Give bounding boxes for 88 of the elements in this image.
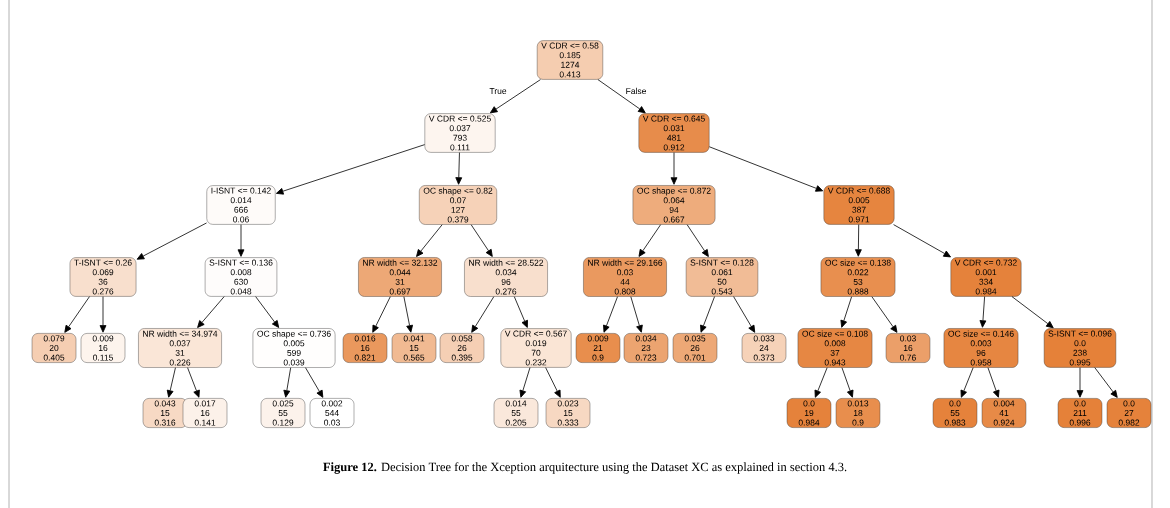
arrow	[471, 296, 495, 333]
tree-node-box: OC shape <= 0.736 0.005 599 0.039	[252, 328, 336, 368]
arrow	[630, 296, 643, 333]
tree-node-box: 0.017 16 0.141	[182, 398, 228, 428]
arrow	[709, 146, 824, 192]
tree-node-box: 0.0 27 0.982	[1106, 398, 1152, 428]
arrow	[416, 224, 443, 257]
tree-node-box: 0.009 21 0.9	[575, 333, 621, 363]
arrow	[960, 367, 974, 398]
arrow	[372, 296, 391, 333]
arrow	[255, 296, 280, 328]
tree-node-box: 0.025 55 0.129	[260, 398, 306, 428]
tree-node-box: 0.03 16 0.76	[885, 333, 931, 363]
tree-node-box: V CDR <= 0.688 0.005 387 0.971	[823, 185, 895, 225]
arrow	[987, 367, 1000, 398]
tree-node-box: V CDR <= 0.732 0.001 334 0.984	[950, 257, 1022, 297]
arrow	[519, 367, 531, 398]
arrow	[470, 224, 493, 257]
tree-node-box: 0.002 544 0.03	[309, 398, 355, 428]
arrow	[638, 224, 661, 257]
tree-node-box: OC shape <= 0.872 0.064 94 0.667	[632, 185, 716, 225]
edge-label: False	[624, 86, 648, 96]
tree-node-box: OC size <= 0.146 0.003 96 0.958	[943, 328, 1019, 368]
arrow	[64, 296, 90, 333]
tree-node-box: S-ISNT <= 0.128 0.061 50 0.543	[685, 257, 759, 297]
arrow	[871, 296, 898, 333]
arrow	[187, 367, 200, 398]
tree-node-box: OC size <= 0.138 0.022 53 0.888	[820, 257, 896, 297]
tree-node-box: 0.0 19 0.984	[786, 398, 832, 428]
arrow	[841, 367, 854, 398]
tree-node-box: 0.034 23 0.723	[623, 333, 669, 363]
tree-node-box: 0.016 16 0.821	[342, 333, 388, 363]
tree-node-box: 0.043 15 0.316	[142, 398, 188, 428]
tree-node-box: S-ISNT <= 0.096 0.0 238 0.995	[1043, 328, 1117, 368]
arrow	[237, 224, 245, 257]
tree-node-box: I-ISNT <= 0.142 0.014 666 0.06	[206, 185, 276, 225]
arrow	[893, 224, 951, 258]
arrow	[979, 296, 987, 328]
tree-node-box: 0.0 55 0.983	[932, 398, 978, 428]
arrow	[1011, 296, 1054, 329]
arrow	[700, 296, 715, 333]
tree-node-box: 0.041 15 0.565	[391, 333, 437, 363]
tree-node-box: 0.033 24 0.373	[741, 333, 787, 363]
arrow	[686, 224, 709, 257]
arrow	[855, 224, 862, 257]
tree-node-box: 0.013 18 0.9	[835, 398, 881, 428]
tree-node-box: 0.058 26 0.395	[439, 333, 485, 363]
arrow	[455, 152, 463, 185]
tree-node-box: NR width <= 34.974 0.037 31 0.226	[138, 328, 222, 368]
arrow	[545, 367, 561, 398]
tree-node-box: V CDR <= 0.58 0.185 1274 0.413	[537, 40, 604, 80]
tree-node-box: 0.014 55 0.205	[493, 398, 539, 428]
tree-node-box: 0.023 15 0.333	[545, 398, 591, 428]
tree-node-box: V CDR <= 0.525 0.037 793 0.111	[424, 113, 496, 153]
tree-node-box: OC shape <= 0.82 0.07 127 0.379	[419, 185, 497, 225]
arrow	[403, 296, 413, 333]
tree-node-box: T-ISNT <= 0.26 0.069 36 0.276	[69, 257, 137, 297]
arrow	[283, 367, 292, 398]
arrow	[276, 144, 426, 195]
tree-node-box: NR width <= 29.166 0.03 44 0.808	[583, 257, 667, 297]
caption: Figure 12. Decision Tree for the Xception arquitecture using the Dataset XC as explained in section 4.3.	[323, 462, 847, 474]
tree-node-box: S-ISNT <= 0.136 0.008 630 0.048	[204, 257, 278, 297]
tree-node-box: V CDR <= 0.567 0.019 70 0.232	[500, 328, 572, 368]
tree-node-box: 0.079 20 0.405	[31, 333, 77, 363]
arrow	[840, 296, 852, 328]
arrow	[99, 296, 107, 333]
arrow	[597, 79, 646, 114]
arrow	[489, 79, 541, 114]
tree-node-box: NR width <= 32.132 0.044 31 0.697	[358, 257, 442, 297]
tree-node-box: V CDR <= 0.645 0.031 481 0.912	[638, 113, 710, 153]
tree-node-box: 0.0 211 0.996	[1057, 398, 1103, 428]
tree-node-box: 0.004 41 0.924	[981, 398, 1027, 428]
arrow	[814, 367, 828, 398]
tree-node-box: 0.009 16 0.115	[80, 333, 126, 363]
tree-node-box: OC size <= 0.108 0.008 37 0.943	[797, 328, 873, 368]
arrow	[603, 296, 618, 333]
arrow	[197, 296, 225, 328]
arrow	[305, 367, 324, 398]
arrow	[136, 222, 207, 260]
arrow	[733, 296, 756, 333]
arrow	[670, 152, 678, 185]
edge-label: True	[488, 87, 508, 95]
tree-node-box: NR width <= 28.522 0.034 96 0.276	[464, 257, 548, 297]
arrow	[513, 296, 528, 328]
arrow	[166, 367, 176, 398]
tree-node-box: 0.035 26 0.701	[672, 333, 718, 363]
arrow	[1076, 367, 1084, 398]
arrow	[1094, 367, 1118, 398]
